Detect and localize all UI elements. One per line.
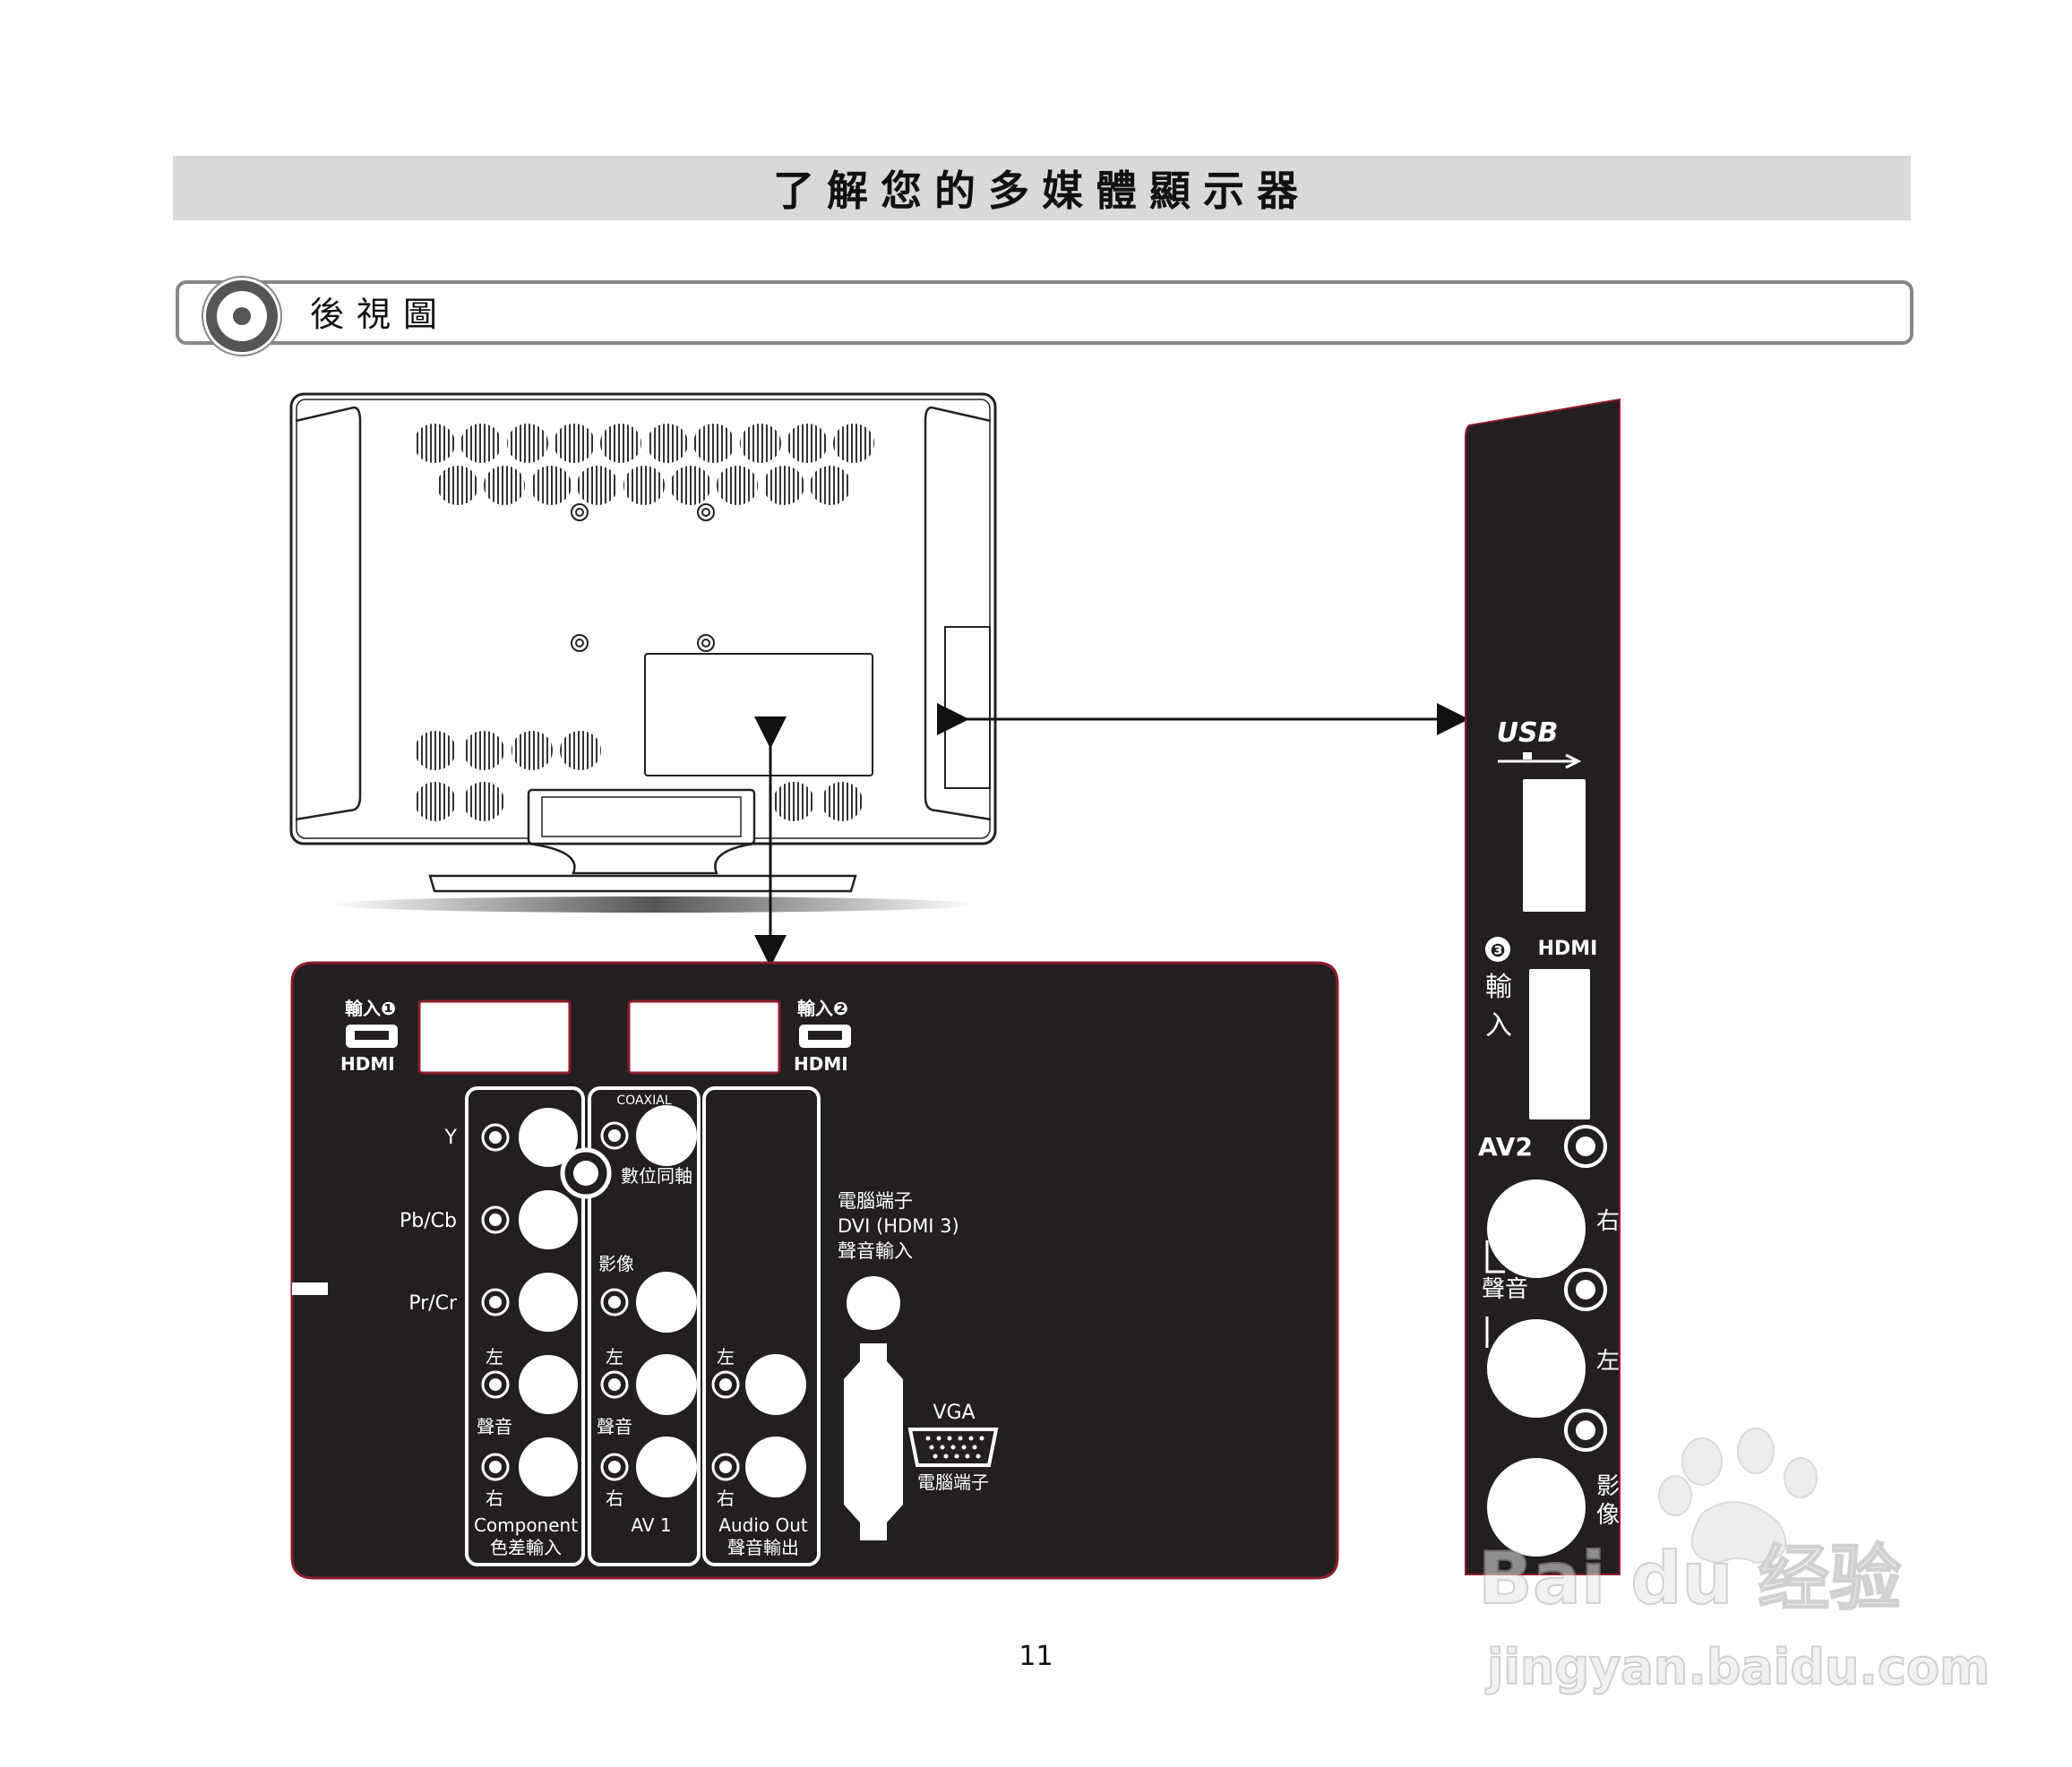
av1-audio-l-jack — [636, 1354, 697, 1415]
hdmi1-port — [417, 999, 572, 1075]
paw-icon — [1658, 1428, 1818, 1565]
stand-base — [428, 874, 857, 893]
input-char2: 入 — [1485, 1010, 1512, 1042]
audio-out-l-jack — [745, 1354, 806, 1415]
hdmi2-port — [627, 999, 781, 1075]
rear-connector-panel: 輸入❶ HDMI 輸入❷ HDMI Y Pb/Cb Pr/Cr 左 聲音 右 C… — [290, 961, 1339, 1580]
component-audio-r-jack — [517, 1436, 580, 1498]
av1-audio-label: 聲音 — [597, 1416, 632, 1437]
pc-audio-jack — [847, 1276, 900, 1330]
av1-video-jack — [636, 1272, 697, 1333]
usb-label: USB — [1497, 717, 1559, 749]
section-title: 後視圖 — [310, 295, 451, 334]
hdmi3-badge — [1485, 937, 1510, 962]
hdmi-logo: HDMI — [1538, 938, 1598, 960]
hdmi1-label: 輸入❶ — [345, 998, 396, 1019]
audio-out-left-label: 左 — [717, 1346, 735, 1368]
hdmi3-label: ❸ — [1491, 939, 1506, 961]
component-audio-label: 聲音 — [477, 1416, 512, 1437]
component-group — [465, 1086, 585, 1566]
header-band: 了解您的多媒體顯示器 — [173, 156, 1911, 220]
av1-video-label: 影像 — [598, 1253, 634, 1274]
vent-grills — [414, 424, 874, 821]
audio-out-r-jack — [745, 1437, 806, 1497]
audio-out-name: Audio Out — [718, 1514, 808, 1536]
component-name: Component — [474, 1514, 578, 1536]
pc-audio-line1: 電腦端子 — [838, 1190, 913, 1212]
coaxial-title: COAXIAL — [616, 1094, 671, 1108]
hdmi3-port — [1529, 969, 1590, 1119]
hdmi2-label: 輸入❷ — [797, 998, 848, 1019]
component-right-label: 右 — [486, 1488, 503, 1509]
section-bar — [176, 280, 1913, 345]
component-y-label: Y — [444, 1127, 458, 1149]
component-name-zh: 色差輸入 — [490, 1537, 562, 1558]
pc-audio-line2: DVI (HDMI 3) — [838, 1215, 959, 1237]
hdmi-logo: HDMI — [794, 1053, 848, 1075]
av2-audio-label: 聲音 — [1482, 1276, 1528, 1303]
av1-group — [588, 1086, 701, 1566]
av2-audio-r-jack — [1487, 1179, 1586, 1278]
av1-right-label: 右 — [606, 1488, 623, 1509]
tv-body — [289, 392, 997, 845]
target-icon — [202, 276, 282, 356]
av2-label: AV2 — [1478, 1132, 1533, 1162]
side-connector-panel: USB ❸ HDMI 輸 入 AV2 右 聲音 左 影 像 — [1465, 398, 1621, 1575]
left-bevel — [295, 406, 362, 821]
component-audio-l-jack — [517, 1353, 580, 1416]
floor-shadow — [331, 896, 976, 913]
mount-screws — [571, 503, 715, 652]
av1-left-label: 左 — [606, 1346, 623, 1368]
tv-rear-illustration — [289, 392, 997, 913]
av1-name: AV 1 — [631, 1514, 671, 1536]
coaxial-jack — [636, 1105, 697, 1166]
av2-video-jack — [1487, 1458, 1586, 1557]
watermark-url: jingyan.baidu.com — [1485, 1639, 1990, 1695]
audio-out-group — [702, 1086, 821, 1566]
av2-video-label2: 像 — [1596, 1502, 1620, 1529]
audio-out-name-zh: 聲音輸出 — [727, 1537, 799, 1558]
usb-port — [1523, 779, 1586, 912]
watermark-brand: Bai du 经验 — [1478, 1537, 1901, 1620]
component-left-label: 左 — [486, 1346, 503, 1368]
av2-right-label: 右 — [1596, 1208, 1620, 1235]
page-number: 11 — [1019, 1641, 1053, 1672]
av2-audio-l-jack — [1487, 1319, 1586, 1418]
stand-neck — [527, 788, 756, 845]
av2-video-label1: 影 — [1596, 1473, 1620, 1500]
component-pr-jack — [517, 1271, 580, 1334]
dvi-port — [844, 1343, 903, 1540]
coaxial-label: 數位同軸 — [621, 1165, 692, 1187]
component-pr-label: Pr/Cr — [408, 1292, 458, 1315]
input-char1: 輸 — [1485, 972, 1512, 1003]
component-y-jack — [517, 1106, 580, 1169]
component-pb-label: Pb/Cb — [400, 1210, 457, 1232]
vga-title: VGA — [933, 1402, 975, 1424]
component-pb-jack — [517, 1188, 580, 1251]
page-title: 了解您的多媒體顯示器 — [773, 167, 1311, 215]
hdmi-logo: HDMI — [340, 1053, 395, 1075]
vga-label: 電腦端子 — [917, 1471, 989, 1493]
audio-out-right-label: 右 — [717, 1488, 735, 1509]
usb-icon — [1498, 753, 1582, 769]
right-bevel — [924, 406, 992, 821]
pc-audio-line3: 聲音輸入 — [838, 1240, 913, 1262]
av2-left-label: 左 — [1596, 1348, 1620, 1375]
av1-audio-r-jack — [636, 1437, 697, 1497]
baidu-watermark: Bai du 经验 jingyan.baidu.com — [1477, 1428, 1990, 1696]
